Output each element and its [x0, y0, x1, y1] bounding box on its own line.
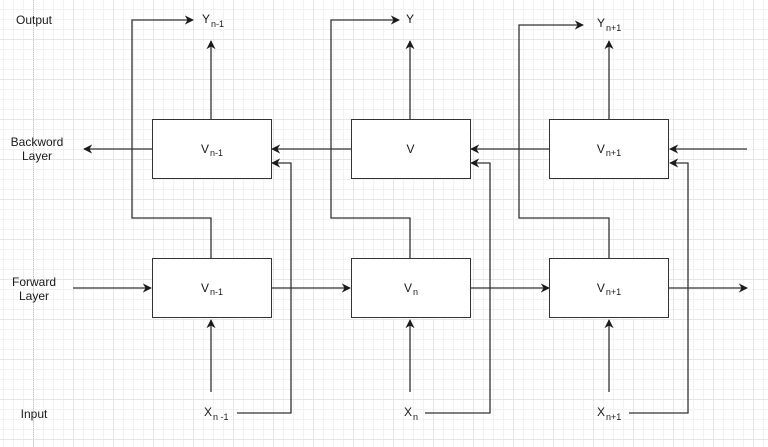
node-symbol: V	[200, 142, 209, 156]
guide-line	[33, 0, 34, 447]
row-label-forward-line2: Layer	[18, 289, 50, 303]
input-symbol: X	[204, 405, 213, 419]
input-label-2: Xn	[404, 405, 419, 422]
input-subscript: n+1	[606, 412, 622, 422]
input-symbol: X	[404, 405, 413, 419]
row-label-forward-line1: Forward	[11, 275, 56, 289]
node-subscript: n-1	[210, 148, 224, 158]
input-subscript: n -1	[213, 412, 229, 422]
node-subscript: n	[413, 287, 419, 297]
output-subscript: n+1	[606, 23, 622, 33]
input-to-backward-1	[237, 158, 292, 414]
node-symbol: V	[403, 281, 412, 295]
input-label-1: Xn -1	[204, 405, 229, 422]
node-symbol: V	[596, 281, 605, 295]
row-label-backward-line2: Layer	[21, 149, 53, 163]
row-label-forward: Forward Layer	[0, 275, 74, 303]
input-to-backward-3	[629, 158, 689, 414]
output-label-1: Yn-1	[202, 12, 225, 29]
output-symbol: Y	[406, 12, 415, 26]
input-label-3: Xn+1	[597, 405, 622, 422]
output-label-3: Yn+1	[597, 16, 622, 33]
node-symbol: V	[596, 142, 605, 156]
input-to-backward-2	[425, 158, 491, 414]
skip-connector-1	[131, 15, 212, 258]
output-symbol: Y	[202, 12, 211, 26]
row-label-input: Input	[20, 407, 48, 421]
node-subscript: n+1	[605, 287, 622, 297]
skip-connector-2	[330, 15, 411, 258]
output-symbol: Y	[597, 16, 606, 30]
output-label-2: Y	[406, 12, 415, 27]
input-symbol: X	[597, 405, 606, 419]
input-subscript: n	[413, 412, 419, 422]
node-subscript: n+1	[605, 148, 622, 158]
row-label-output: Output	[15, 13, 53, 27]
row-label-backward-line1: Backword	[10, 135, 64, 149]
backward-node-2[interactable]: V	[351, 119, 471, 179]
output-subscript: n-1	[211, 19, 225, 29]
node-symbol: V	[200, 281, 209, 295]
skip-connector-3	[518, 20, 610, 258]
node-subscript: n-1	[210, 287, 224, 297]
row-label-backward: Backword Layer	[0, 135, 77, 163]
node-symbol: V	[406, 142, 415, 156]
